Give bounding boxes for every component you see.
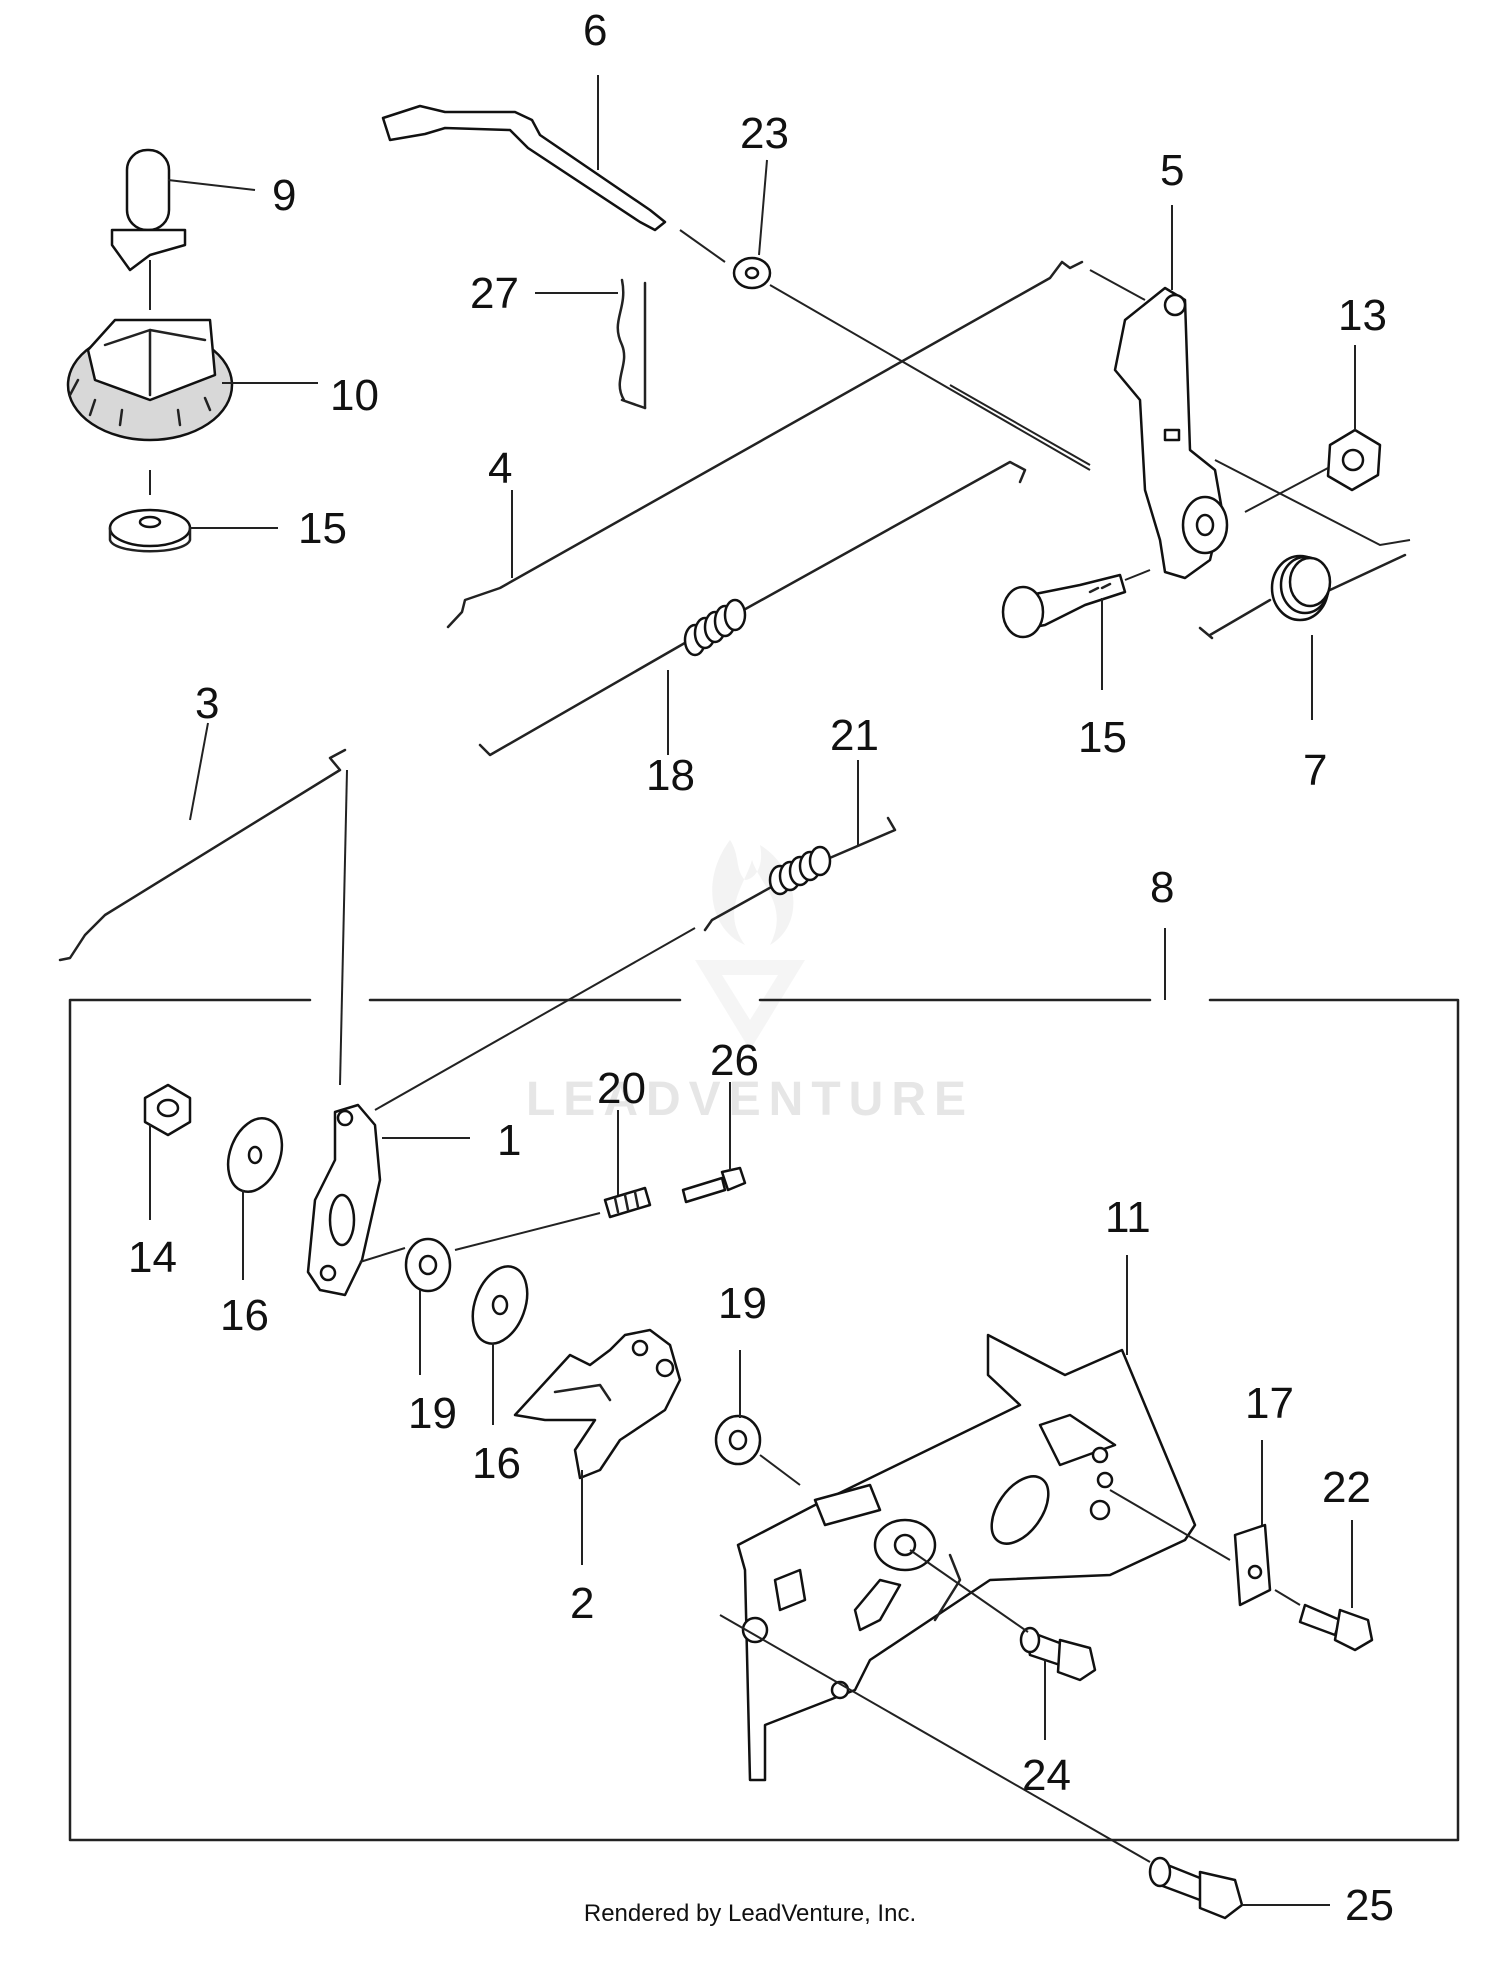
part-15-washer	[108, 508, 192, 553]
part-7-spring	[1198, 553, 1407, 640]
callout-25: 25	[1345, 1881, 1394, 1930]
callout-14: 14	[128, 1233, 177, 1282]
part-22-bolt	[1298, 1603, 1374, 1652]
center-line-15b	[1124, 569, 1151, 581]
center-line-24	[909, 1549, 1029, 1633]
part-24-bolt	[1019, 1626, 1097, 1682]
leader-9	[167, 179, 256, 191]
callout-23: 23	[740, 109, 789, 158]
callout-6: 6	[583, 6, 607, 55]
part-20-screw	[603, 1186, 652, 1219]
callout-11: 11	[1105, 1193, 1151, 1242]
part-9-shaft	[110, 148, 187, 272]
part-16-washer-mid	[471, 1265, 529, 1345]
callout-24: 24	[1022, 1751, 1071, 1800]
callout-21: 21	[830, 711, 879, 760]
callout-16-left: 16	[220, 1291, 269, 1340]
part-10-gear	[66, 318, 234, 442]
callout-20: 20	[597, 1064, 646, 1113]
callout-19-right: 19	[718, 1279, 767, 1328]
part-19-washer-left	[404, 1237, 452, 1293]
callout-10: 10	[330, 371, 379, 420]
callout-17: 17	[1245, 1379, 1294, 1428]
callout-5: 5	[1160, 146, 1184, 195]
callout-22: 22	[1322, 1463, 1371, 1512]
callout-26: 26	[710, 1036, 759, 1085]
part-17-clip	[1233, 1523, 1272, 1607]
callout-15-upper: 15	[298, 504, 347, 553]
part-11-control-bracket	[736, 1333, 1197, 1782]
leader-23	[758, 159, 768, 256]
part-25-bolt	[1148, 1856, 1244, 1920]
watermark-logo	[695, 840, 805, 1050]
center-line-3	[339, 769, 348, 1086]
callout-3: 3	[195, 679, 219, 728]
watermark-text: LEADVENTURE	[526, 1073, 974, 1126]
part-21-spring	[703, 816, 897, 932]
callout-13: 13	[1338, 291, 1387, 340]
leader-3	[189, 722, 209, 821]
part-5-arm	[1113, 286, 1229, 580]
callout-4: 4	[488, 444, 512, 493]
center-line-19b	[759, 1454, 801, 1486]
center-line-5c	[1214, 459, 1411, 547]
center-line-19a	[359, 1247, 406, 1263]
callout-16-mid: 16	[472, 1439, 521, 1488]
callout-2: 2	[570, 1579, 594, 1628]
center-line-22	[1274, 1589, 1301, 1606]
center-line-20	[454, 1212, 601, 1251]
part-23-washer	[732, 256, 772, 290]
center-line-5a	[1089, 269, 1146, 301]
callout-27: 27	[470, 269, 519, 318]
assembly-bracket-outline	[68, 998, 1460, 1842]
center-line-17	[1109, 1489, 1231, 1561]
center-line-23	[769, 284, 1091, 471]
part-27-clip	[616, 278, 647, 410]
center-line-13	[1244, 467, 1329, 513]
part-2-bracket	[513, 1328, 682, 1480]
part-1-lever	[306, 1103, 382, 1297]
part-19-washer-right	[714, 1414, 762, 1466]
part-6-lever	[381, 104, 726, 263]
part-3-link-rod	[58, 748, 347, 962]
callout-8: 8	[1150, 863, 1174, 912]
part-18-spring-rod	[478, 460, 1027, 757]
part-15-bolt	[1001, 573, 1127, 639]
center-line-21	[374, 927, 696, 1111]
center-line-5b	[949, 384, 1091, 466]
part-26-screw	[681, 1166, 747, 1204]
callout-1: 1	[497, 1116, 521, 1165]
callout-19-left: 19	[408, 1389, 457, 1438]
callout-18: 18	[646, 751, 695, 800]
part-13-nut	[1326, 428, 1382, 492]
callout-9: 9	[272, 171, 296, 220]
callout-7: 7	[1303, 746, 1327, 795]
footer-credit: Rendered by LeadVenture, Inc.	[583, 1900, 917, 1927]
center-line-25	[719, 1614, 1151, 1863]
part-4-rod	[446, 260, 1084, 629]
callout-15-right: 15	[1078, 713, 1127, 762]
part-14-nut	[143, 1083, 192, 1137]
part-16-washer-left	[226, 1117, 284, 1193]
